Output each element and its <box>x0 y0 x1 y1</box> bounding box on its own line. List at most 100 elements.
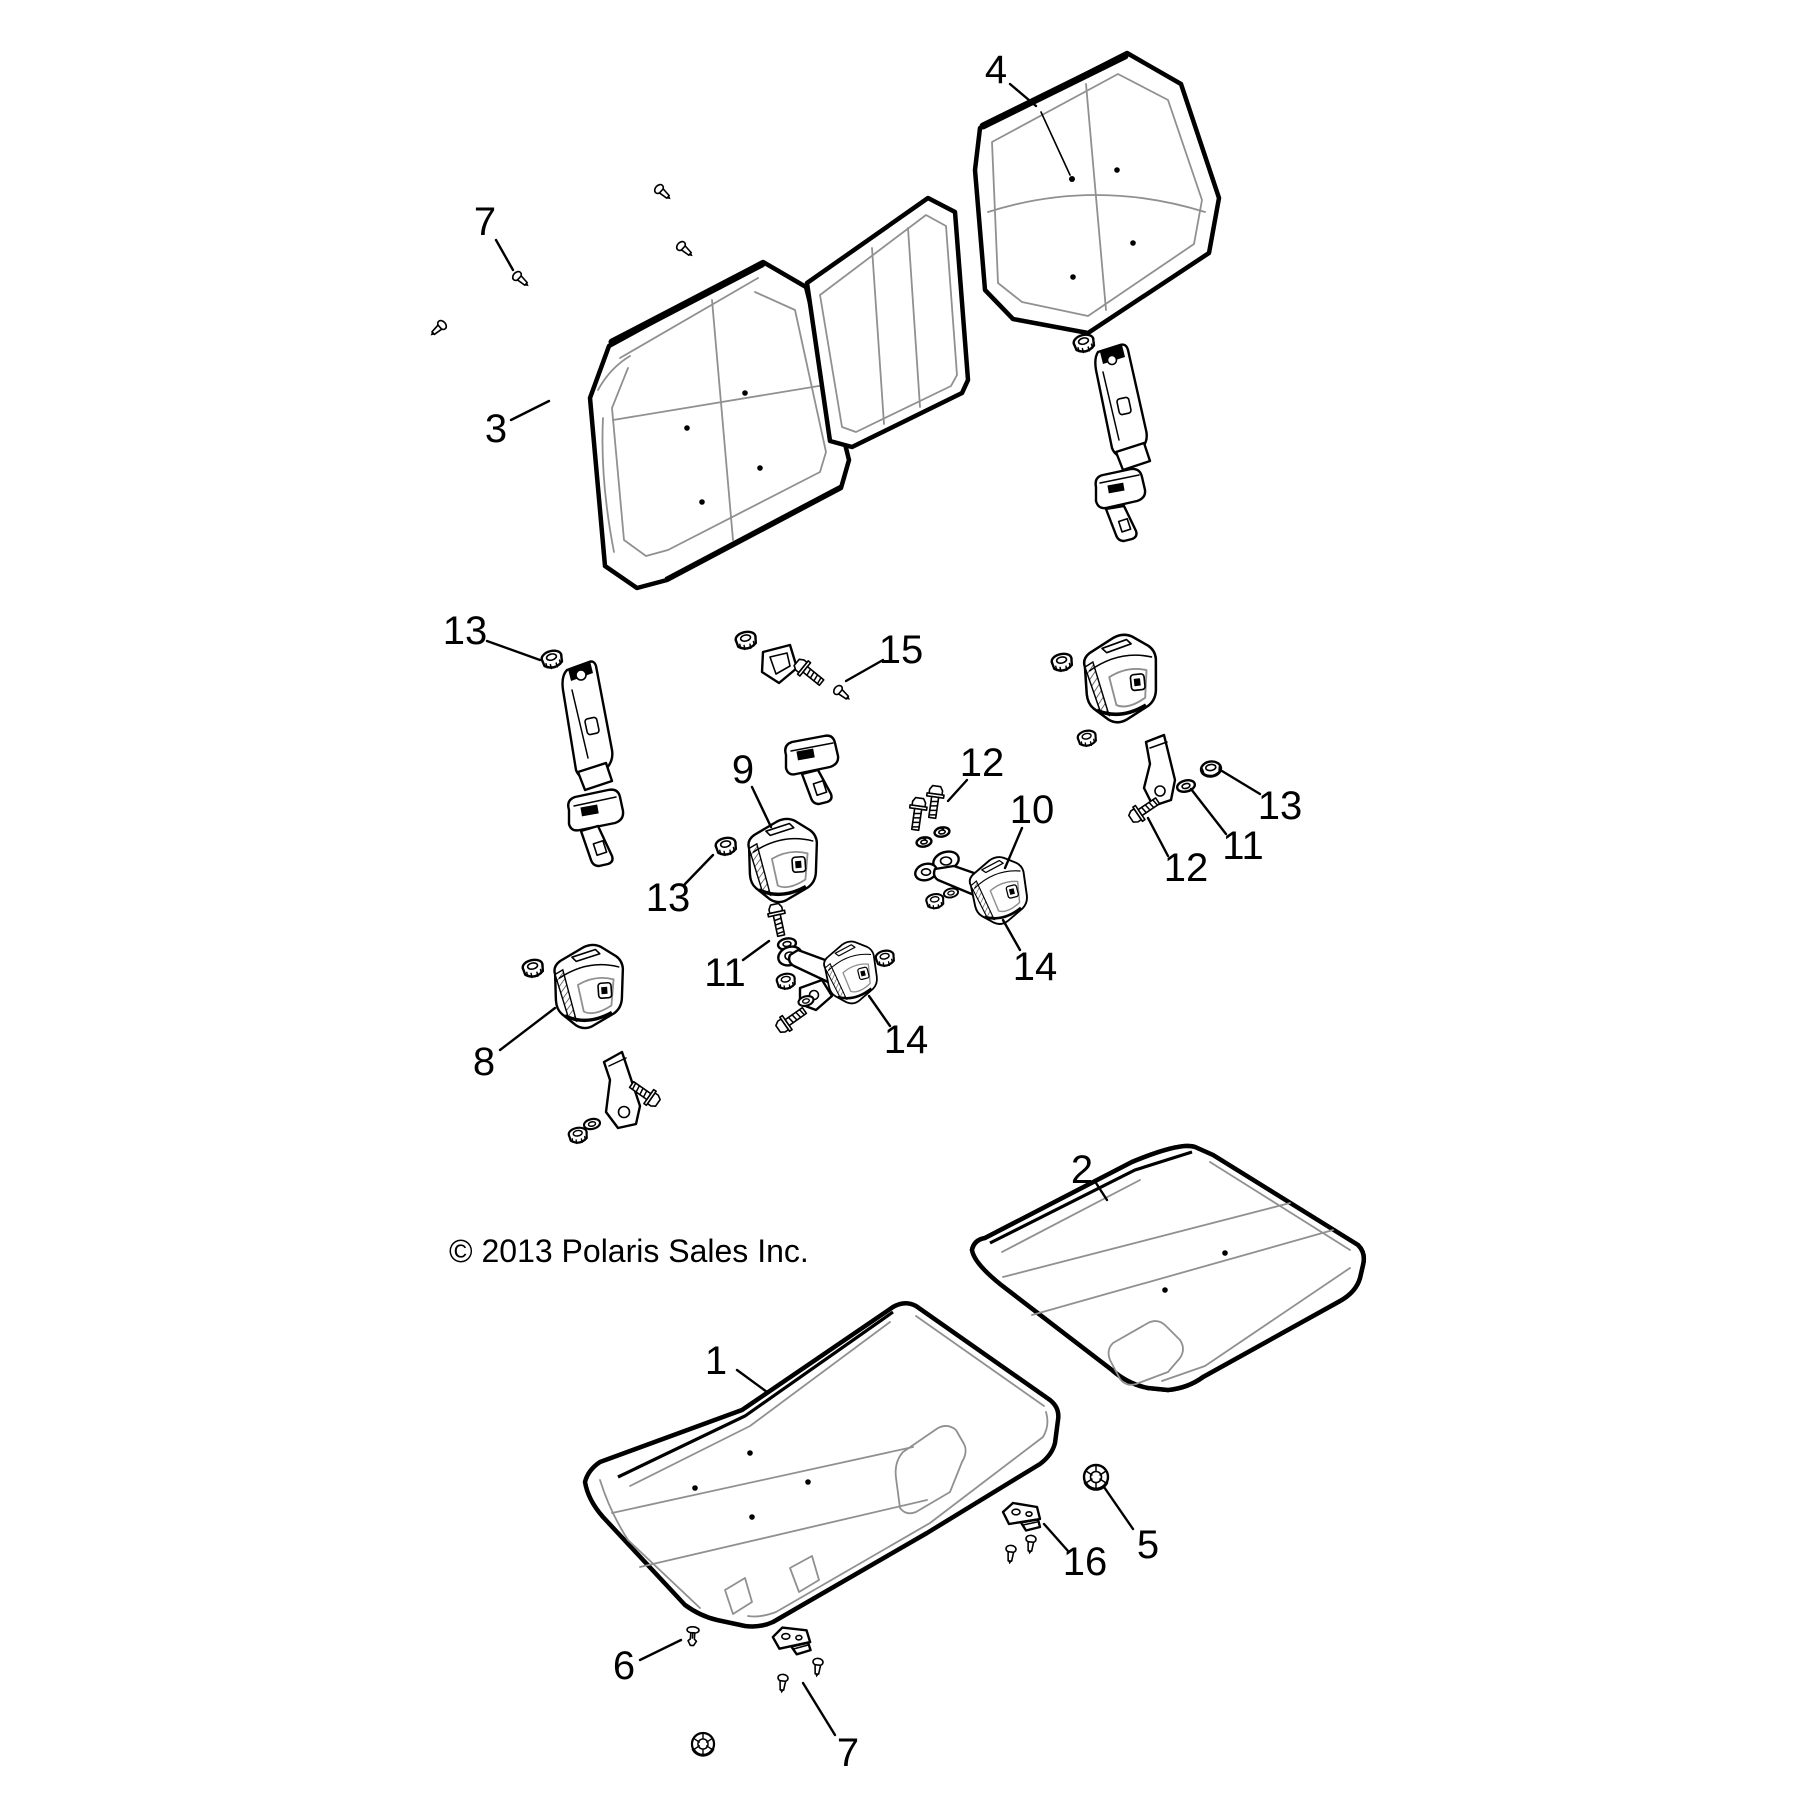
screw-16-a <box>1003 1544 1018 1566</box>
belt-assembly-right-10 <box>905 728 1099 931</box>
screw-16-b <box>1023 1534 1038 1556</box>
callout-leader-12-6 <box>946 778 969 803</box>
seat-back-right <box>972 50 1222 336</box>
callout-leader-15-4 <box>844 658 885 683</box>
callout-label-15-4: 15 <box>879 628 924 672</box>
callout-leader-3-2 <box>509 399 551 422</box>
callout-leader-11-9 <box>1189 787 1228 836</box>
copyright: © 2013 Polaris Sales Inc. <box>449 1233 809 1269</box>
bracket-16 <box>1001 1501 1042 1532</box>
callout-label-11-12: 11 <box>704 951 746 995</box>
seat-cushion-rear <box>969 1143 1367 1393</box>
screw-7-d <box>426 318 449 340</box>
buckle-latch-middle <box>784 734 840 806</box>
retractor-box-9 <box>744 815 823 906</box>
callout-label-7-21: 7 <box>837 1731 859 1775</box>
seatbelt-buckle-right <box>1071 331 1152 543</box>
callout-label-12-10: 12 <box>1164 846 1209 890</box>
callout-label-2-16: 2 <box>1071 1148 1093 1192</box>
callout-leader-14-13 <box>867 994 892 1028</box>
callout-leader-7-1 <box>494 238 515 272</box>
callout-label-13-3: 13 <box>443 609 488 653</box>
grommet-13-left <box>539 647 566 672</box>
callout-leader-16-19 <box>1042 1522 1070 1553</box>
callout-label-3-2: 3 <box>485 407 507 451</box>
bolt-12-right <box>1125 792 1164 827</box>
lockwasher-b <box>914 834 934 850</box>
seat-back-center-panel <box>804 195 971 450</box>
bolt-12-b <box>922 784 946 820</box>
screw-7-b <box>674 239 697 261</box>
retractor-upper-right <box>1049 629 1164 728</box>
callout-leader-4-0 <box>1008 82 1038 108</box>
callout-label-16-19: 16 <box>1063 1540 1108 1584</box>
strap-anchor-below-8 <box>566 1050 664 1146</box>
callout-label-12-6: 12 <box>960 741 1005 785</box>
callout-label-4-0: 4 <box>985 48 1007 92</box>
callout-leader-9-5 <box>750 785 773 829</box>
callout-label-14-14: 14 <box>1013 945 1058 989</box>
callout-label-6-20: 6 <box>613 1644 635 1688</box>
callout-leader-5-18 <box>1102 1485 1135 1531</box>
bolt-middle-low <box>772 1002 811 1037</box>
screw-7-a <box>652 182 675 204</box>
belt-strap-right <box>1125 733 1224 827</box>
screw-7-f <box>810 1657 825 1679</box>
grommet-right-assy <box>1075 728 1099 749</box>
seat-back-right-top-band <box>979 52 1129 130</box>
callout-leader-6-20 <box>638 1638 683 1662</box>
grommet-right-buckle <box>1071 331 1098 356</box>
nut-middle <box>774 971 798 992</box>
callout-leader-1-17 <box>735 1368 769 1394</box>
grommet-middle-right <box>873 948 897 969</box>
callout-label-9-5: 9 <box>732 748 754 792</box>
callout-label-14-13: 14 <box>884 1018 929 1062</box>
belt-guide-hardware-15 <box>733 628 854 705</box>
callout-leader-13-8 <box>1220 769 1262 796</box>
bolt-11-middle <box>765 901 791 939</box>
callout-label-8-15: 8 <box>473 1040 495 1084</box>
retractor-box-upper-right <box>1079 629 1164 728</box>
callout-label-7-1: 7 <box>474 200 496 244</box>
lockwasher-a <box>932 824 952 840</box>
nut-below-8 <box>566 1125 590 1146</box>
bolt-12-a <box>905 796 929 832</box>
grommet-13-middle <box>713 834 739 859</box>
nut-right-low <box>924 891 946 912</box>
push-nut-bottom <box>690 1731 716 1757</box>
callout-leader-7-21 <box>801 1681 837 1737</box>
retractor-9 <box>713 815 823 906</box>
callout-leader-8-15 <box>498 1006 557 1052</box>
callout-leader-10-7 <box>1003 826 1024 870</box>
rivet-6 <box>685 1625 701 1647</box>
push-nut-5 <box>1082 1463 1110 1491</box>
callout-leader-13-11 <box>683 853 715 886</box>
grommet-8 <box>520 956 546 981</box>
bracket-7 <box>771 1624 812 1657</box>
belt-assembly-middle-14 <box>765 901 897 1037</box>
seat-back-left-top-band <box>608 260 766 346</box>
retractor-body-right <box>963 850 1036 931</box>
callout-leader-12-10 <box>1146 816 1170 858</box>
callout-label-13-11: 13 <box>646 876 691 920</box>
nut-13-right <box>1198 758 1224 780</box>
callout-leader-2-16 <box>1094 1181 1109 1202</box>
seat-back-left <box>587 259 852 591</box>
callout-leader-14-14 <box>1001 918 1022 952</box>
grommet-upper-right <box>1049 650 1075 675</box>
screw-15 <box>831 683 854 705</box>
callout-leader-11-12 <box>741 939 771 962</box>
callout-label-5-18: 5 <box>1137 1523 1159 1567</box>
screw-7-c <box>510 269 533 291</box>
callout-label-13-8: 13 <box>1258 784 1303 828</box>
seat-cushion-front <box>582 1301 1061 1629</box>
retractor-box-8 <box>550 941 629 1032</box>
callout-pointer-4-0 <box>1040 111 1071 176</box>
bolt-15 <box>790 655 828 690</box>
seatbelt-buckle-left <box>539 647 625 868</box>
screw-7-e <box>775 1673 790 1695</box>
callout-label-11-9: 11 <box>1222 824 1264 868</box>
anchor-arm-middle <box>787 948 838 984</box>
